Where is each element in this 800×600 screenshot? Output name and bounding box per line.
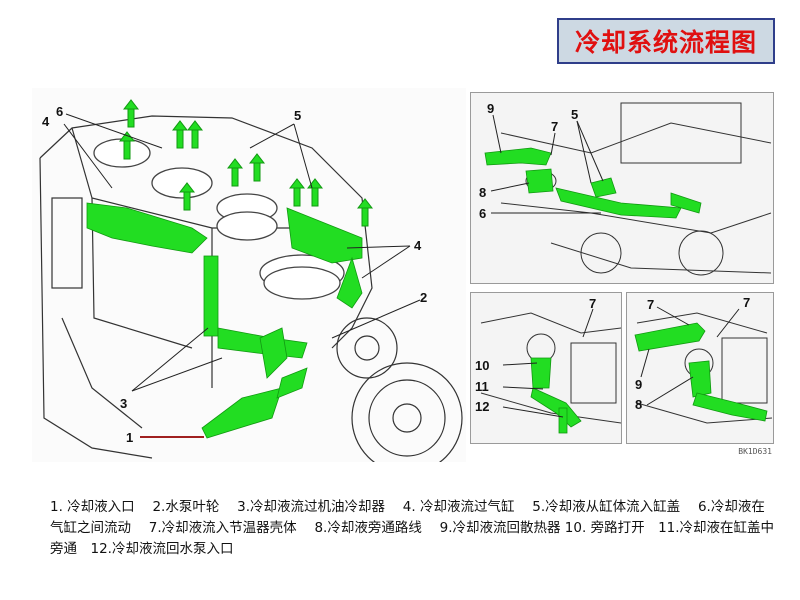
diagram-title: 冷却系统流程图 (574, 28, 757, 57)
callout-4-left: 4 (42, 114, 50, 129)
tr-callout-8: 8 (479, 185, 486, 200)
callout-4-right: 4 (414, 238, 422, 253)
engine-main-illustration: 4 6 5 4 2 3 1 (32, 88, 466, 462)
callout-1: 1 (126, 430, 133, 445)
callout-2: 2 (420, 290, 427, 305)
bypass-detail-left: 7 10 11 12 (470, 292, 622, 444)
legend-caption: 1. 冷却液入口 2.水泵叶轮 3.冷却液流过机油冷却器 4. 冷却液流过气缸 … (50, 499, 775, 557)
bl-callout-7: 7 (589, 296, 596, 311)
tr-callout-9: 9 (487, 101, 494, 116)
tr-callout-5: 5 (571, 107, 578, 122)
radiator-return-detail: 7 7 9 8 (626, 292, 774, 444)
br-callout-8: 8 (635, 397, 642, 412)
engine-main-svg: 4 6 5 4 2 3 1 (39, 99, 463, 462)
bl-callout-10: 10 (475, 358, 489, 373)
bl-callout-12: 12 (475, 399, 489, 414)
callout-6: 6 (56, 104, 63, 119)
callout-5: 5 (294, 108, 301, 123)
tr-callout-6: 6 (479, 206, 486, 221)
thermostat-detail-top: 9 7 5 8 6 (470, 92, 774, 284)
radiator-return-detail-svg: 7 7 9 8 (634, 295, 773, 424)
image-code: BK1D631 (738, 447, 772, 456)
br-callout-9: 9 (635, 377, 642, 392)
br-callout-7a: 7 (647, 297, 654, 312)
br-callout-7b: 7 (743, 295, 750, 310)
tr-callout-7: 7 (551, 119, 558, 134)
callout-3: 3 (120, 396, 127, 411)
title-box: 冷却系统流程图 (557, 18, 775, 64)
thermostat-detail-top-svg: 9 7 5 8 6 (479, 101, 772, 276)
bypass-detail-left-svg: 7 10 11 12 (475, 296, 621, 434)
bl-callout-11: 11 (475, 379, 489, 394)
